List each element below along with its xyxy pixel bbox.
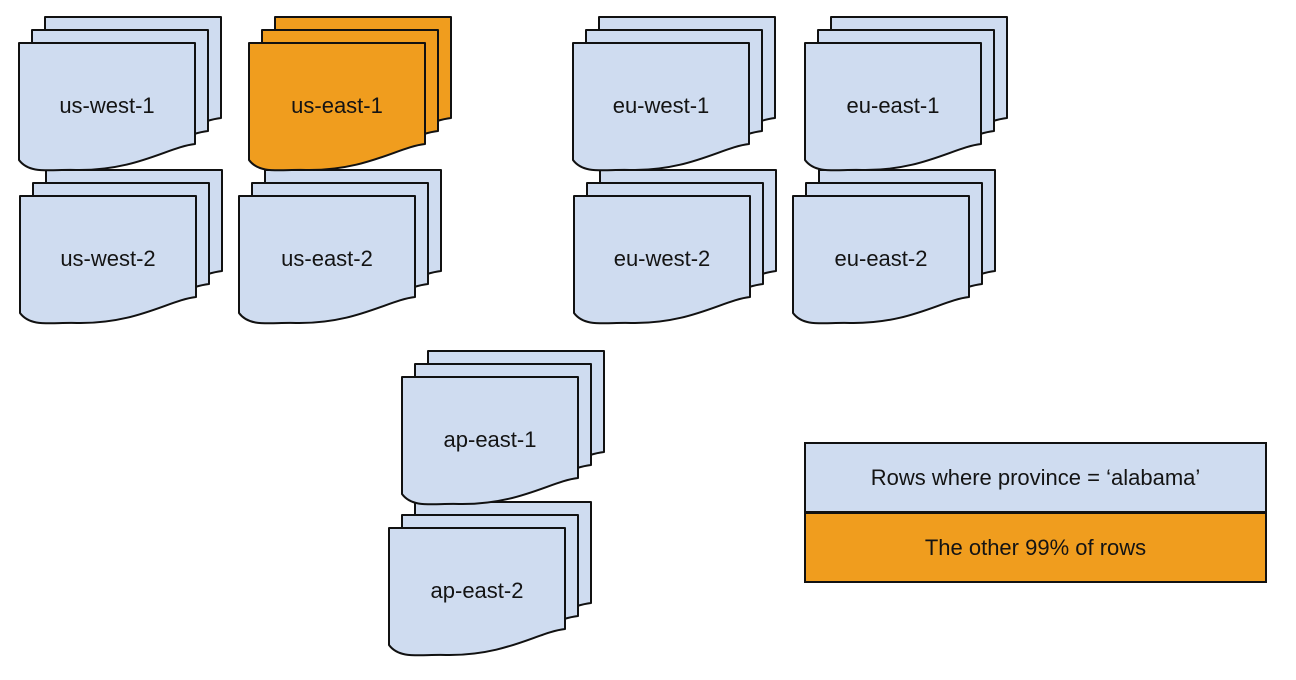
document-stack-eu-east-2: eu-east-2 bbox=[792, 169, 996, 329]
document-shape-front bbox=[388, 527, 566, 657]
document-shape-front bbox=[792, 195, 970, 325]
document-stack-eu-west-1: eu-west-1 bbox=[572, 16, 776, 176]
document-shape-front bbox=[572, 42, 750, 172]
document-shape-front bbox=[19, 195, 197, 325]
document-stack-us-west-2: us-west-2 bbox=[19, 169, 223, 329]
document-stack-ap-east-1: ap-east-1 bbox=[401, 350, 605, 510]
document-shape-front bbox=[248, 42, 426, 172]
document-stack-us-east-1: us-east-1 bbox=[248, 16, 452, 176]
legend-item-label: The other 99% of rows bbox=[924, 534, 1147, 560]
document-stack-ap-east-2: ap-east-2 bbox=[388, 501, 592, 661]
legend-item-label: Rows where province = ‘alabama’ bbox=[870, 464, 1201, 490]
document-shape-front bbox=[804, 42, 982, 172]
document-stack-us-west-1: us-west-1 bbox=[18, 16, 222, 176]
legend: Rows where province = ‘alabama’ The othe… bbox=[804, 442, 1267, 583]
document-stack-us-east-2: us-east-2 bbox=[238, 169, 442, 329]
document-shape-front bbox=[573, 195, 751, 325]
legend-item-other-rows: The other 99% of rows bbox=[806, 511, 1265, 581]
legend-item-alabama-rows: Rows where province = ‘alabama’ bbox=[806, 444, 1265, 511]
document-shape-front bbox=[401, 376, 579, 506]
document-shape-front bbox=[238, 195, 416, 325]
document-shape-front bbox=[18, 42, 196, 172]
document-stack-eu-east-1: eu-east-1 bbox=[804, 16, 1008, 176]
document-stack-eu-west-2: eu-west-2 bbox=[573, 169, 777, 329]
